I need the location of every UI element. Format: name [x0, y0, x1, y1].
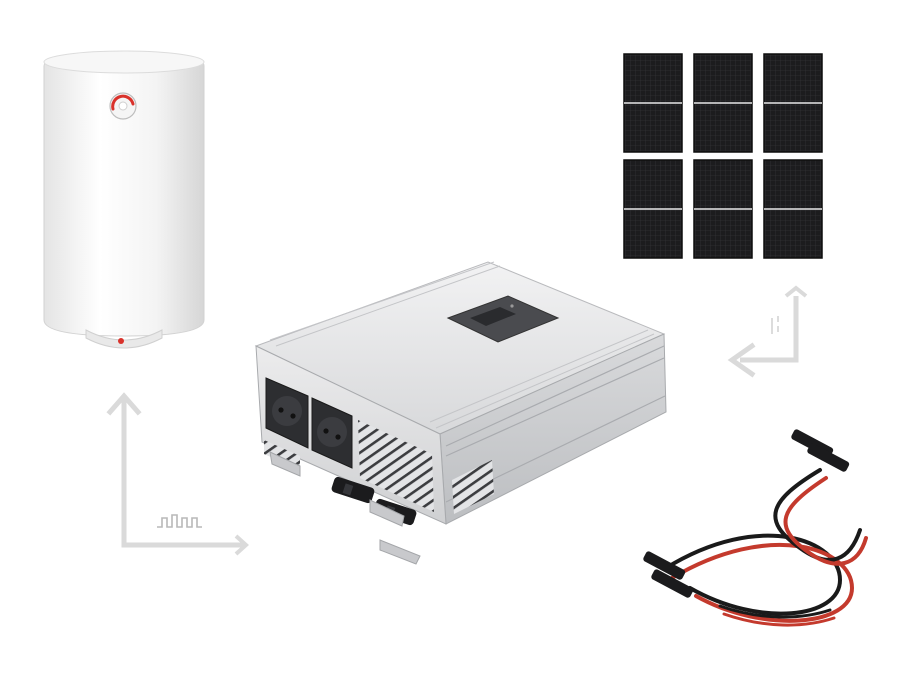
water-heater [43, 50, 205, 349]
dc-symbol-icon [771, 316, 779, 334]
solar-panel [693, 53, 753, 153]
square-wave-icon [157, 514, 202, 528]
solar-panel [623, 53, 683, 153]
solar-cable-set [664, 468, 868, 627]
display-panel [446, 295, 560, 343]
mounting-foot [269, 451, 301, 477]
solar-panel [763, 53, 823, 153]
mounting-foot [369, 499, 405, 527]
solar-panel-array [623, 53, 823, 259]
thermostat-dial-icon [109, 92, 137, 120]
dc-input-arrow [727, 285, 808, 378]
indicator-light-icon [118, 338, 124, 344]
ac-socket [311, 397, 353, 469]
mc4-plug [643, 429, 850, 598]
vent-grille [358, 420, 434, 512]
solar-panel [693, 159, 753, 259]
mc4-connector [331, 476, 375, 504]
vent-grille [452, 460, 494, 514]
solar-inverter [254, 261, 667, 565]
ac-socket [265, 377, 309, 449]
solar-panel [763, 159, 823, 259]
ac-output-arrow [106, 392, 249, 556]
solar-panel [623, 159, 683, 259]
mounting-foot [379, 539, 421, 565]
